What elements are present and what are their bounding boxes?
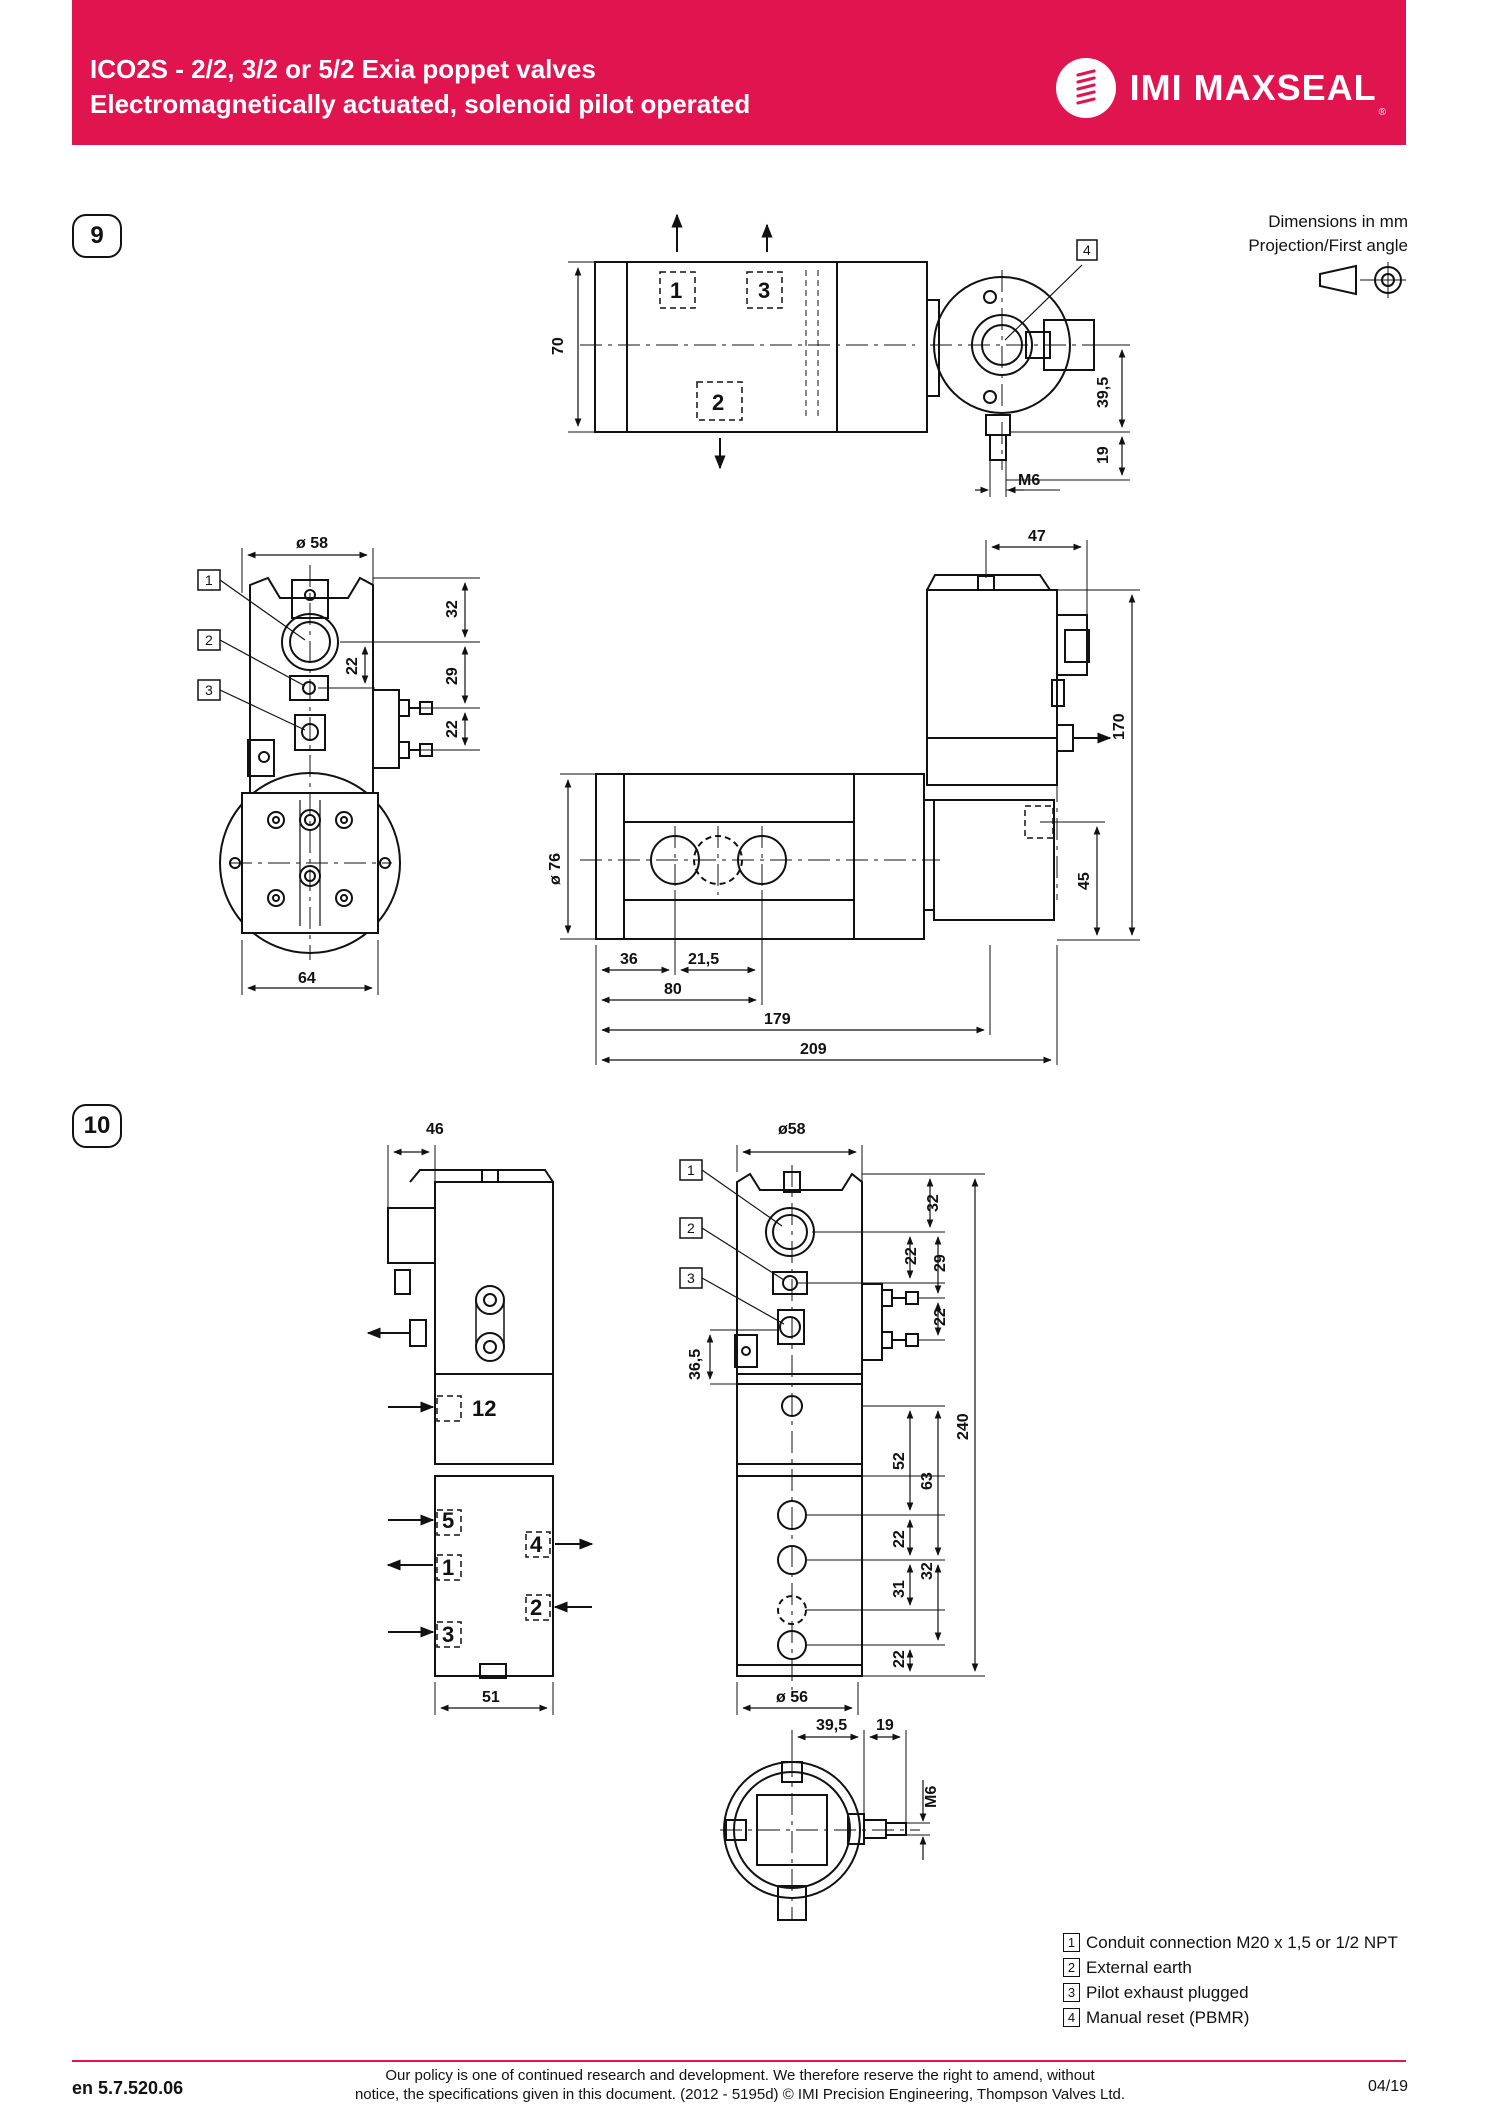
legend-text: External earth: [1086, 1958, 1192, 1977]
projection-label: Projection/First angle: [1248, 236, 1408, 255]
fig10-dim-d56: ø 56: [776, 1689, 808, 1706]
legend: 1 Conduit connection M20 x 1,5 or 1/2 NP…: [1063, 1930, 1398, 2030]
legend-number: 3: [1063, 1983, 1080, 2002]
fig9-dim-d76: ø 76: [547, 853, 564, 885]
fig9-dim-179: 179: [764, 1011, 791, 1028]
fig9-callout-2: 2: [205, 632, 213, 648]
policy-notice: Our policy is one of continued research …: [300, 2066, 1180, 2104]
fig10-dim-36-5: 36,5: [687, 1349, 704, 1380]
fig10-port-12: 12: [472, 1396, 496, 1421]
fig9-top-view: [568, 213, 1130, 497]
fig9-dim-29: 29: [444, 667, 461, 685]
fig10-port-4: 4: [530, 1532, 543, 1557]
policy-line-1: Our policy is one of continued research …: [385, 2067, 1095, 2084]
fig10-dim-46: 46: [426, 1121, 444, 1138]
fig9-callout-4: 4: [1083, 242, 1091, 258]
legend-number: 4: [1063, 2008, 1080, 2027]
fig10-dim-22b: 22: [932, 1308, 949, 1326]
fig10-dim-29: 29: [932, 1254, 949, 1272]
legend-text: Pilot exhaust plugged: [1086, 1983, 1249, 2002]
fig10-dim-240: 240: [955, 1413, 972, 1440]
title-line-2: Electromagnetically actuated, solenoid p…: [90, 89, 751, 119]
legend-item: 4 Manual reset (PBMR): [1063, 2005, 1398, 2030]
fig9-dim-45: 45: [1076, 872, 1093, 890]
first-angle-projection-icon: [1319, 262, 1406, 298]
figure-10-badge: 10: [72, 1104, 122, 1148]
fig9-end-view: [197, 548, 480, 995]
legend-number: 1: [1063, 1933, 1080, 1952]
fig10-top-view: [720, 1730, 930, 1921]
callout-labels: 4 1 2 3 1 2 3: [205, 239, 1098, 1286]
dimensions-unit-label: Dimensions in mm: [1268, 212, 1408, 231]
fig9-dim-22a: 22: [344, 657, 361, 675]
spring-icon: [1055, 58, 1116, 118]
fig9-dim-m6: M6: [1018, 472, 1040, 489]
fig10-callout-3: 3: [687, 1270, 695, 1286]
legend-text: Manual reset (PBMR): [1086, 2008, 1250, 2027]
fig10-dim-31: 31: [891, 1580, 908, 1598]
legend-text: Conduit connection M20 x 1,5 or 1/2 NPT: [1086, 1933, 1398, 1952]
fig10-port-1: 1: [442, 1555, 454, 1580]
fig10-front-view: [679, 1145, 985, 1715]
fig10-dim-22d: 22: [891, 1650, 908, 1668]
brand-name: IMI MAXSEAL: [1129, 67, 1377, 108]
footer-divider: [72, 2060, 1406, 2062]
fig10-port-5: 5: [442, 1508, 454, 1533]
fig9-dim-22b: 22: [444, 720, 461, 738]
fig10-dim-32a: 32: [925, 1194, 942, 1212]
fig10-callout-1: 1: [687, 1162, 695, 1178]
fig10-dim-22c: 22: [891, 1530, 908, 1548]
fig9-dim-70: 70: [550, 337, 567, 355]
document-code: en 5.7.520.06: [72, 2078, 184, 2098]
figure-9-badge: 9: [72, 214, 122, 258]
fig9-dim-36: 36: [620, 951, 638, 968]
title-line-1: ICO2S - 2/2, 3/2 or 5/2 Exia poppet valv…: [90, 54, 596, 84]
fig10-callout-2: 2: [687, 1220, 695, 1236]
fig9-port-3: 3: [758, 278, 770, 303]
fig9-dim-80: 80: [664, 981, 682, 998]
fig10-port-3: 3: [442, 1622, 454, 1647]
page-header: ICO2S - 2/2, 3/2 or 5/2 Exia poppet valv…: [72, 0, 1406, 145]
fig10-dim-22a: 22: [903, 1247, 920, 1265]
fig9-dim-d58: ø 58: [296, 535, 328, 552]
fig9-dim-47: 47: [1028, 528, 1046, 545]
legend-item: 1 Conduit connection M20 x 1,5 or 1/2 NP…: [1063, 1930, 1398, 1955]
fig9-side-view: [560, 540, 1140, 1065]
fig9-callout-3: 3: [205, 682, 213, 698]
fig9-dim-209: 209: [800, 1041, 827, 1058]
fig10-dim-19: 19: [876, 1717, 894, 1734]
fig9-callout-1: 1: [205, 572, 213, 588]
fig9-dim-32: 32: [444, 600, 461, 618]
fig10-dim-51: 51: [482, 1689, 500, 1706]
policy-line-2: notice, the specifications given in this…: [354, 2086, 1126, 2103]
drawing-labels: 1 3 2 70 39,5 19 M6 ø 58 32 29 22 22 64 …: [296, 278, 1128, 1808]
fig9-port-2: 2: [712, 390, 724, 415]
legend-item: 2 External earth: [1063, 1955, 1398, 1980]
fig10-side-view: [366, 1145, 594, 1715]
fig10-dim-32b: 32: [919, 1562, 936, 1580]
fig9-dim-170: 170: [1111, 713, 1128, 740]
legend-number: 2: [1063, 1958, 1080, 1977]
dimension-note: Dimensions in mm Projection/First angle: [1248, 210, 1408, 258]
legend-item: 3 Pilot exhaust plugged: [1063, 1980, 1398, 2005]
fig10-dim-63: 63: [919, 1472, 936, 1490]
fig9-dim-21-5: 21,5: [688, 951, 719, 968]
fig9-dim-64: 64: [298, 970, 316, 987]
brand-logo: IMI MAXSEAL ®: [1055, 58, 1386, 118]
fig10-port-2: 2: [530, 1595, 542, 1620]
fig10-dim-d58: ø58: [778, 1121, 806, 1138]
header-title: ICO2S - 2/2, 3/2 or 5/2 Exia poppet valv…: [90, 52, 750, 122]
fig10-dim-52: 52: [891, 1452, 908, 1470]
fig10-dim-m6: M6: [923, 1786, 940, 1808]
brand-registered-mark: ®: [1378, 107, 1386, 118]
fig9-dim-19: 19: [1095, 446, 1112, 464]
fig9-dim-39-5: 39,5: [1095, 377, 1112, 408]
document-date: 04/19: [1367, 2078, 1408, 2095]
fig9-port-1: 1: [670, 278, 682, 303]
fig10-dim-39-5: 39,5: [816, 1717, 847, 1734]
